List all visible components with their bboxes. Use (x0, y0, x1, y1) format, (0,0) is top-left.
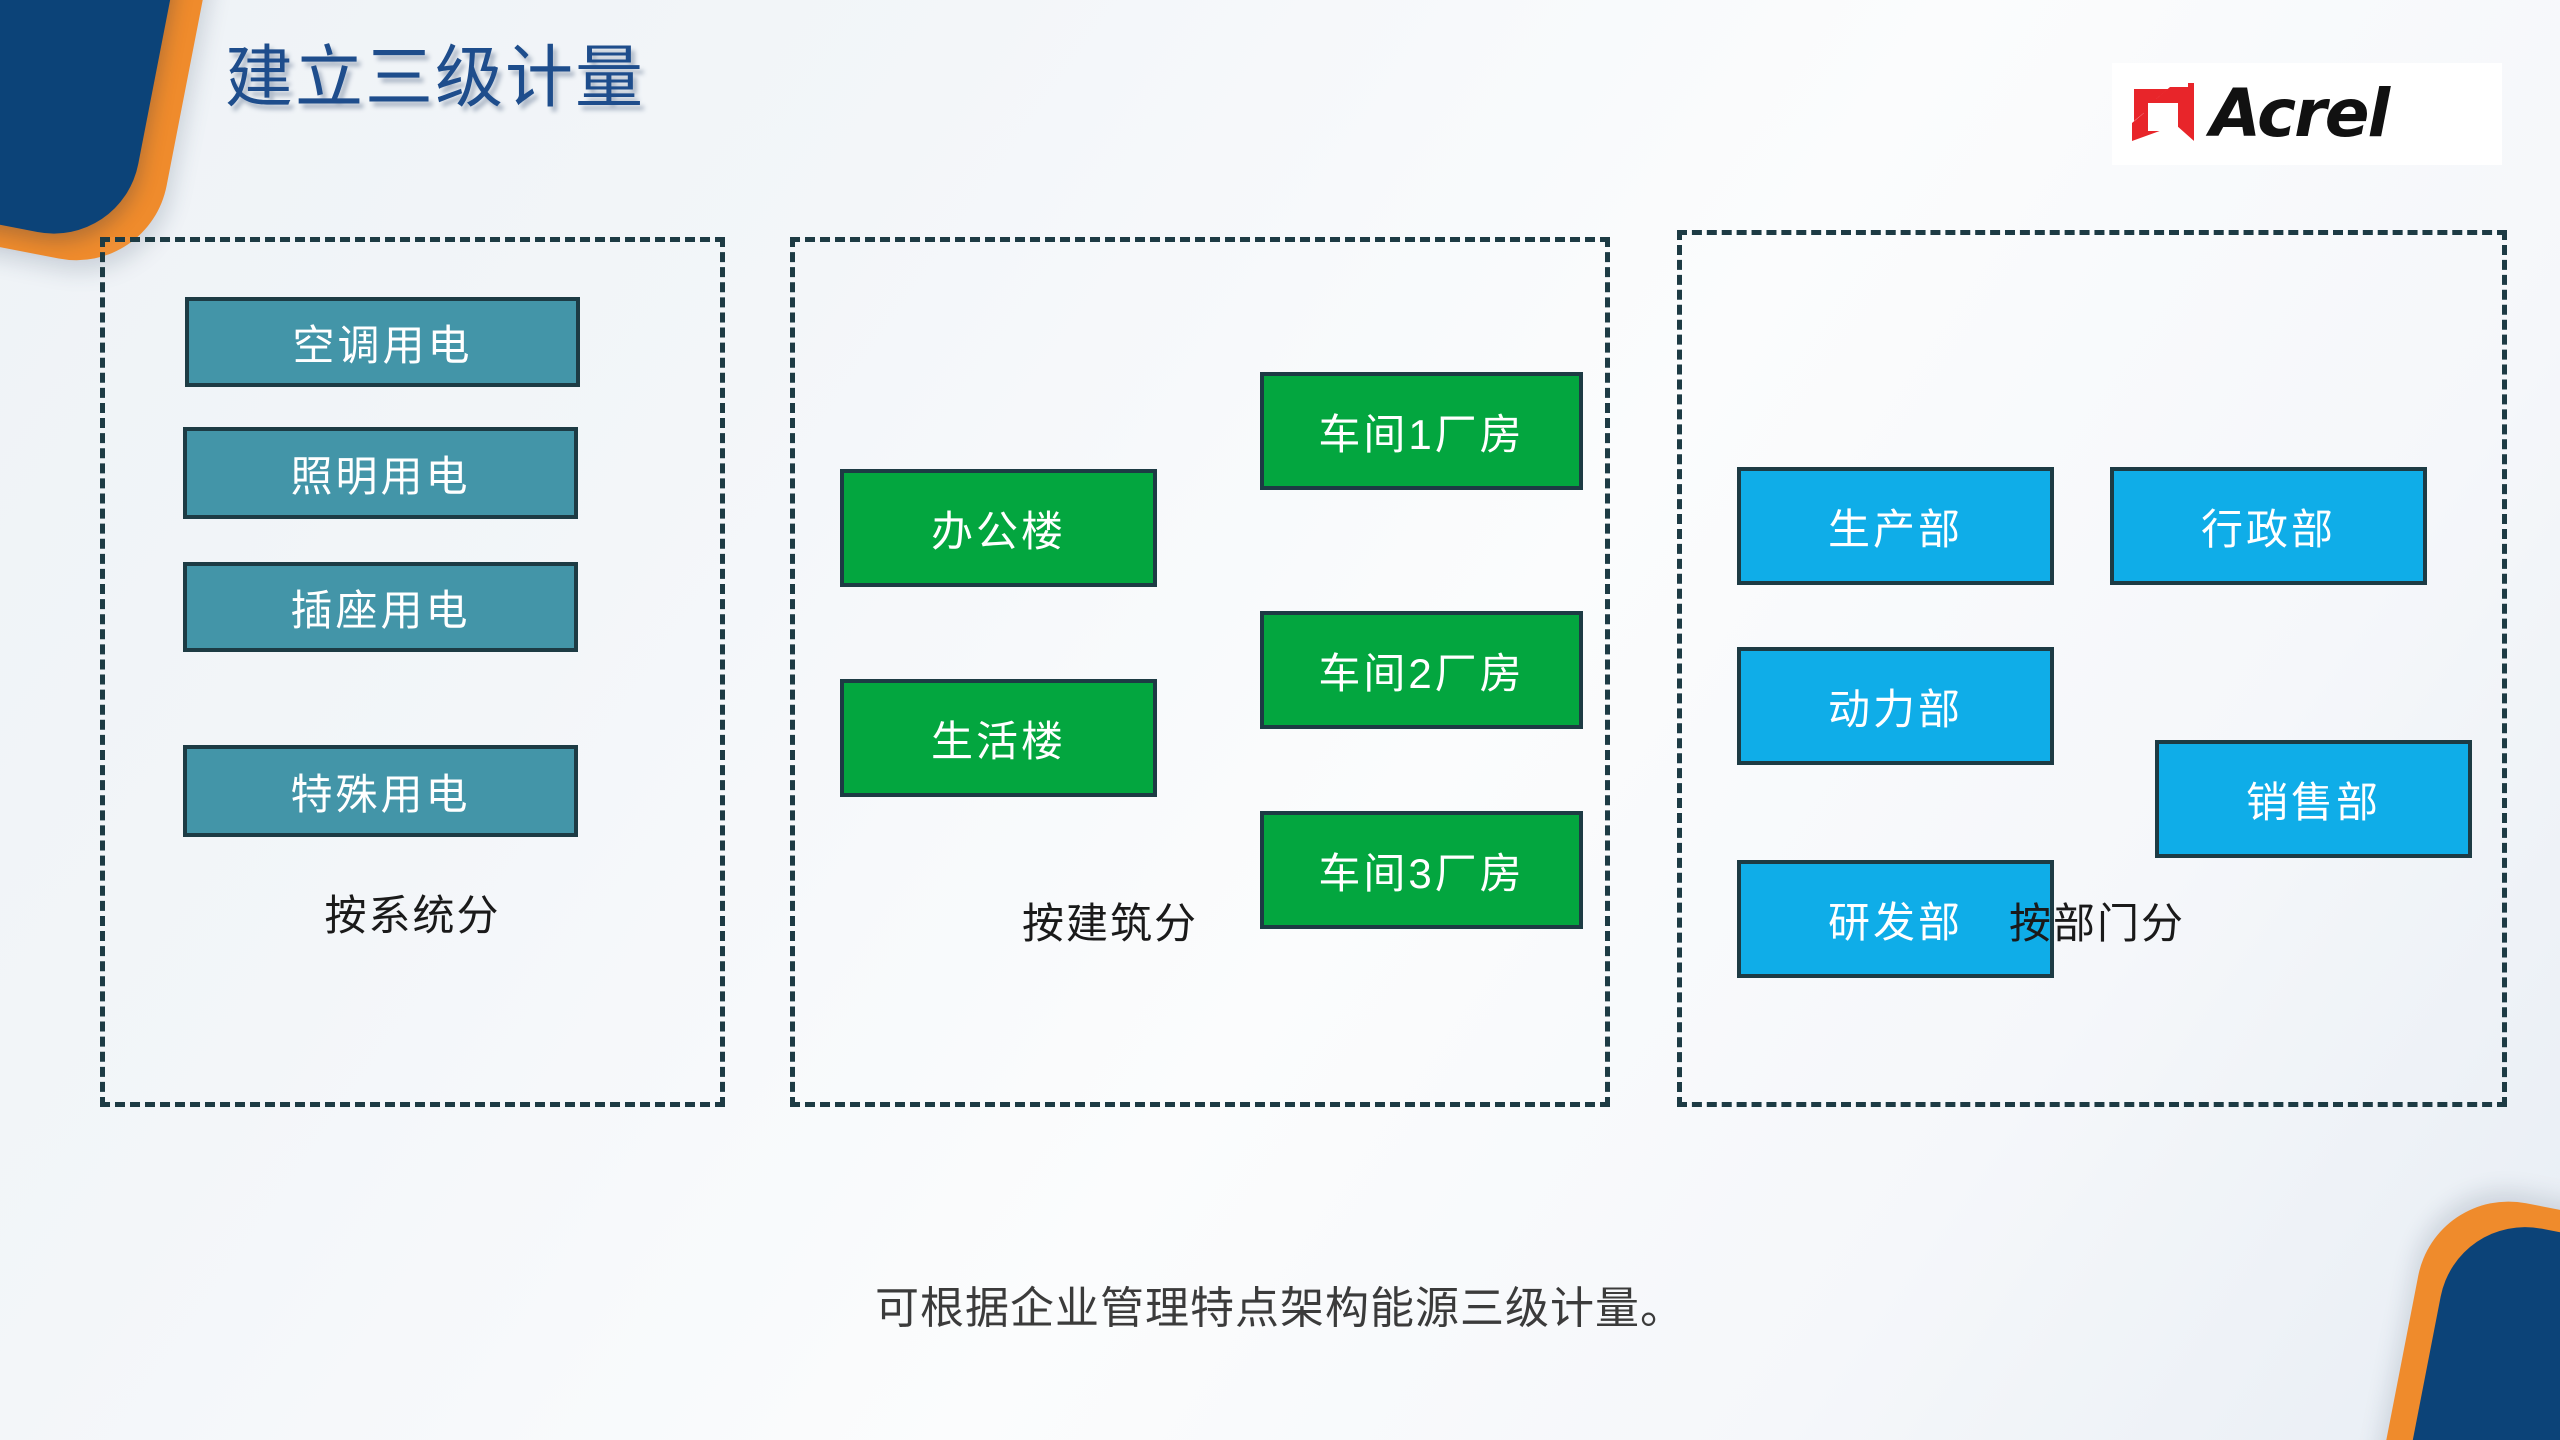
node-sales-dept[interactable]: 销售部 (2155, 740, 2472, 858)
node-air-conditioning-power[interactable]: 空调用电 (185, 297, 580, 387)
node-workshop-2[interactable]: 车间2厂房 (1260, 611, 1583, 729)
group-label-by-system: 按系统分 (324, 892, 501, 939)
acrel-logo-text: Acrel (2210, 75, 2390, 152)
acrel-logo: Acrel (2112, 63, 2502, 165)
node-production-dept[interactable]: 生产部 (1737, 467, 2054, 585)
group-by-department: 生产部 动力部 研发部 行政部 销售部 按部门分 (1677, 230, 2507, 1107)
node-workshop-1[interactable]: 车间1厂房 (1260, 372, 1583, 490)
node-rnd-dept[interactable]: 研发部 (1737, 860, 2054, 978)
group-label-by-department: 按部门分 (2008, 900, 2185, 947)
node-workshop-3[interactable]: 车间3厂房 (1260, 811, 1583, 929)
group-by-building: 办公楼 生活楼 车间1厂房 车间2厂房 车间3厂房 按建筑分 (790, 237, 1610, 1107)
corner-decoration-top-left (0, 0, 237, 278)
node-living-building[interactable]: 生活楼 (840, 679, 1157, 797)
page-title: 建立三级计量 (225, 40, 646, 116)
node-office-building[interactable]: 办公楼 (840, 469, 1157, 587)
slide-caption: 可根据企业管理特点架构能源三级计量。 (875, 1284, 1685, 1333)
node-lighting-power[interactable]: 照明用电 (183, 427, 578, 519)
node-socket-power[interactable]: 插座用电 (183, 562, 578, 652)
group-label-by-building: 按建筑分 (1021, 900, 1198, 947)
group-by-system: 空调用电 照明用电 插座用电 特殊用电 按系统分 (100, 237, 725, 1107)
node-admin-dept[interactable]: 行政部 (2110, 467, 2427, 585)
node-power-dept[interactable]: 动力部 (1737, 647, 2054, 765)
acrel-logo-mark-icon (2132, 83, 2194, 145)
node-special-power[interactable]: 特殊用电 (183, 745, 578, 837)
